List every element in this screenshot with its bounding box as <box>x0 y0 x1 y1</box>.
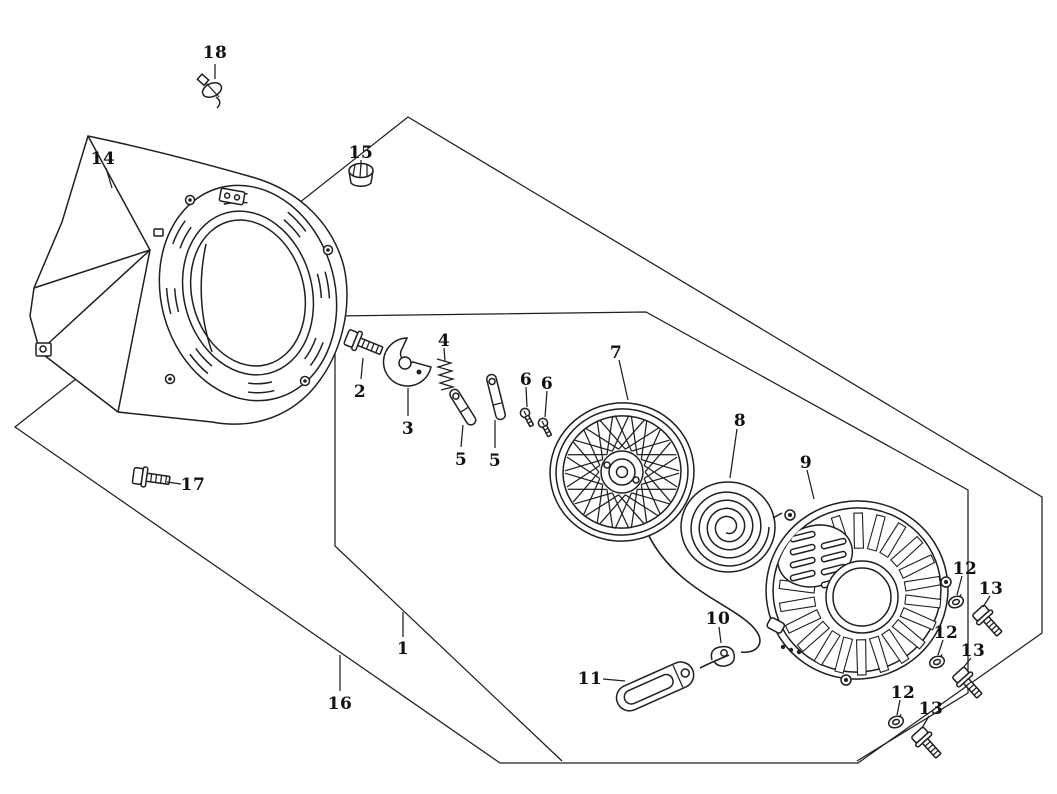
callout-6b: 6 <box>541 374 553 394</box>
callout-11: 11 <box>578 669 603 689</box>
part-18-clip <box>196 73 223 109</box>
callout-14: 14 <box>91 149 116 169</box>
part-6-screw-a <box>518 406 537 429</box>
part-2-bolt <box>343 329 384 355</box>
callout-12a: 12 <box>953 559 978 579</box>
fan-cover-mount-holes <box>164 194 334 387</box>
part-7-starter-pulley <box>549 402 695 542</box>
callout-1: 1 <box>397 639 409 659</box>
callout-8: 8 <box>734 411 746 431</box>
fan-cover-emblem <box>218 187 246 206</box>
part-4-pawl-spring <box>435 358 456 391</box>
part-13-bolt-b <box>949 664 988 704</box>
part-11-starter-grip <box>615 661 695 712</box>
callout-9: 9 <box>800 453 812 473</box>
callout-16: 16 <box>328 694 353 714</box>
callout-2: 2 <box>354 382 366 402</box>
part-3-starter-pawl <box>382 337 432 387</box>
part-5-ratchet-guide-b <box>486 373 506 421</box>
callout-6a: 6 <box>520 370 532 390</box>
part-12-washer-a <box>946 593 966 611</box>
callout-12b: 12 <box>934 623 959 643</box>
pulley-spokes <box>564 415 680 529</box>
rope-outlet <box>766 617 786 634</box>
part-10-rope-guide <box>710 645 736 667</box>
assembly-boundary-outer <box>13 116 1043 764</box>
part-5-ratchet-guide-a <box>449 388 477 426</box>
callout-15: 15 <box>349 143 374 163</box>
callout-10: 10 <box>706 609 731 629</box>
callout-labels: 18 14 15 2 3 4 5 5 6 6 7 8 9 10 11 1 16 … <box>91 43 1004 719</box>
part-8-recoil-spring <box>680 481 783 573</box>
callout-13a: 13 <box>979 579 1004 599</box>
callout-4: 4 <box>438 331 450 351</box>
callout-13b: 13 <box>961 641 986 661</box>
fan-cover-ring <box>158 184 338 402</box>
callout-17: 17 <box>181 475 206 495</box>
spring-spiral <box>690 491 770 567</box>
callout-3: 3 <box>402 419 414 439</box>
starter-rope-end <box>699 654 730 669</box>
callout-18: 18 <box>203 43 228 63</box>
assembly-boundary-inner <box>334 311 969 762</box>
part-14-fan-cover <box>29 135 348 425</box>
callout-5a: 5 <box>455 450 467 470</box>
part-17-bolt <box>131 466 171 488</box>
part-6-screw-b <box>536 416 555 439</box>
callout-5b: 5 <box>489 451 501 471</box>
part-12-washer-b <box>927 653 947 671</box>
fan-cover-tab <box>35 342 52 357</box>
part-15-cap <box>348 162 374 187</box>
callout-13c: 13 <box>919 699 944 719</box>
part-13-bolt-c <box>908 724 947 764</box>
callout-7: 7 <box>610 343 622 363</box>
leader-lines <box>105 64 991 729</box>
starter-rope <box>647 533 761 654</box>
part-9-starter-cover <box>765 500 952 686</box>
callout-12c: 12 <box>891 683 916 703</box>
part-12-washer-c <box>886 713 906 731</box>
part-13-bolt-a <box>969 602 1008 642</box>
